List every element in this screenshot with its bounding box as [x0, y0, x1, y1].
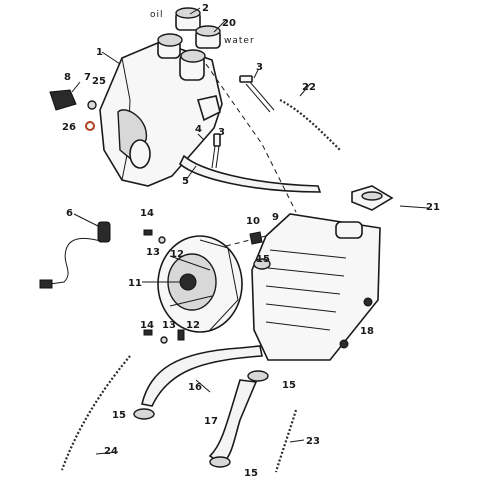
callout-label: 16 — [188, 382, 202, 393]
hose-16 — [141, 345, 263, 407]
callout-label: 13 — [146, 247, 160, 258]
mount-12 — [177, 329, 185, 341]
callout-label: 14 — [140, 208, 154, 219]
callout-label: 22 — [302, 82, 316, 93]
o-ring — [85, 121, 95, 131]
clamp — [209, 456, 231, 468]
callout-label: 6 — [66, 208, 73, 219]
temperature-sensor — [39, 221, 111, 289]
callout-label: 15 — [282, 380, 296, 391]
callout-label: 12 — [170, 249, 184, 260]
callout-label: 24 — [104, 446, 118, 457]
assembly-guide — [225, 235, 267, 247]
callout-label: 17 — [204, 416, 218, 427]
callout-label: 8 — [64, 72, 71, 83]
callout-label: 12 — [186, 320, 200, 331]
callout-label: 3 — [256, 62, 263, 73]
spring-22 — [279, 99, 341, 151]
bolt-middle — [211, 133, 221, 169]
grommet-18b — [339, 339, 349, 349]
callout-label: 15 — [244, 468, 258, 479]
leader-lines — [73, 7, 429, 455]
clamp — [247, 370, 269, 382]
bolt-14-lower — [143, 329, 153, 336]
callout-label: 25 — [92, 76, 106, 87]
callout-label: 23 — [306, 436, 320, 447]
reservoir-tank — [99, 33, 223, 187]
callout-label: 4 — [195, 124, 202, 135]
callout-label: 18 — [360, 326, 374, 337]
callout-label: 11 — [128, 278, 142, 289]
clamp-bracket — [49, 81, 81, 111]
oil-cap — [175, 7, 201, 31]
callout-label: 26 — [62, 122, 76, 133]
bolt-upper — [239, 75, 275, 113]
clamp — [133, 408, 155, 420]
callout-label: 15 — [112, 410, 126, 421]
callout-label: 10 — [246, 216, 260, 227]
breather-hose — [179, 154, 322, 193]
water-cap — [195, 25, 221, 49]
water-label: water — [224, 36, 255, 46]
callout-label: 21 — [426, 202, 440, 213]
washer-13b — [160, 336, 168, 344]
grommet-10 — [249, 231, 263, 245]
radiator-cap — [351, 185, 394, 211]
washer — [87, 100, 97, 110]
washer-13 — [158, 236, 166, 244]
callout-label: 7 — [84, 72, 91, 83]
assembly-guide — [205, 63, 297, 213]
radiator — [251, 213, 381, 361]
bolt-14-upper — [143, 229, 153, 236]
grommet-18a — [363, 297, 373, 307]
callout-label: 1 — [96, 47, 103, 58]
spring-23 — [274, 409, 298, 473]
callout-numbers: 1 2 3 3 4 5 6 7 8 9 10 11 12 12 13 13 14… — [62, 3, 440, 479]
oil-label: oil — [150, 10, 164, 20]
callout-label: 14 — [140, 320, 154, 331]
callout-label: 5 — [182, 176, 189, 187]
clamp — [253, 258, 271, 270]
callout-label: 9 — [272, 212, 279, 223]
callout-label: 13 — [162, 320, 176, 331]
callout-label: 3 — [218, 127, 225, 138]
callout-label: 2 — [202, 3, 209, 14]
callout-label: 15 — [256, 254, 270, 265]
callout-label: 20 — [222, 18, 236, 29]
